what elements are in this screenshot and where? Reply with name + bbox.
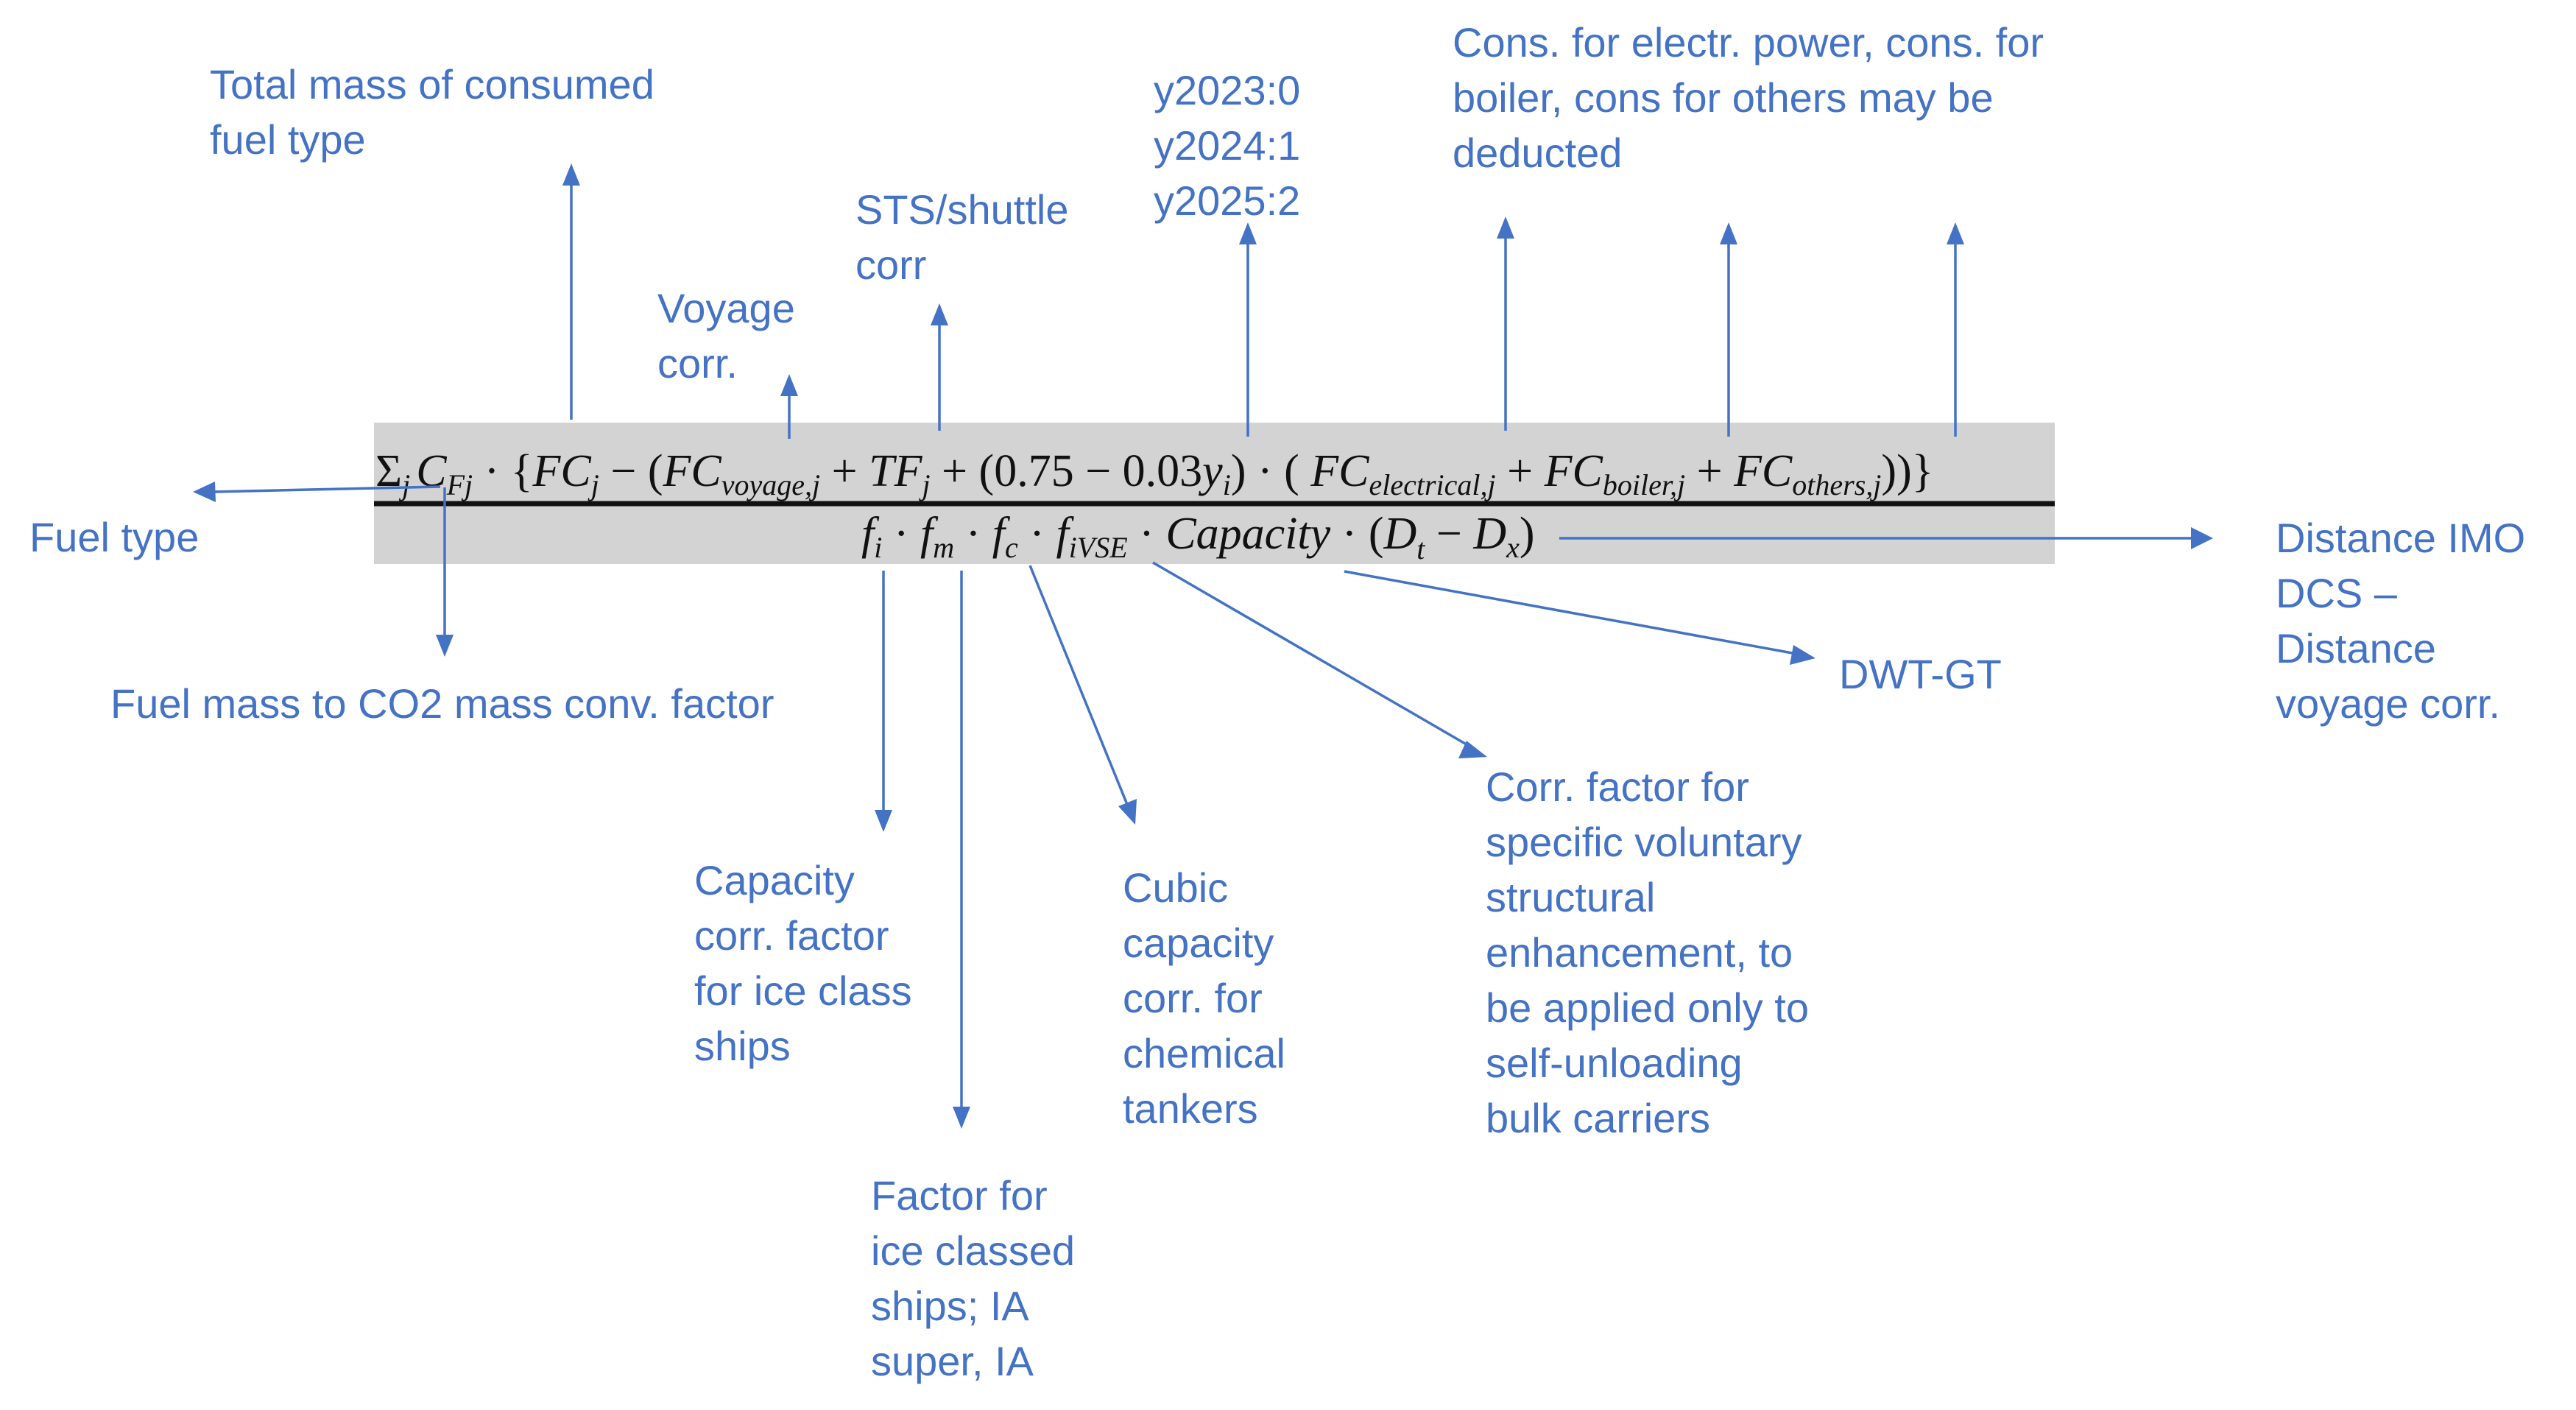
arrowhead-icon (562, 163, 580, 186)
connector-distance (1559, 527, 2213, 549)
arrowhead-icon (1239, 222, 1257, 244)
arrowhead-icon (1458, 741, 1487, 758)
connector-factor-ice (953, 571, 970, 1129)
connector-ivse (1152, 561, 1487, 758)
label-cons-deducted: Cons. for electr. power, cons. for boile… (1453, 19, 2055, 176)
arrowhead-icon (436, 635, 454, 657)
label-cubic-capacity: Cubic capacity corr. for chemical tanker… (1123, 864, 1297, 1132)
connector-conv-factor (436, 487, 454, 657)
connector-electrical (1497, 216, 1514, 431)
formula-background (374, 423, 2055, 564)
connector-total-mass (562, 163, 580, 420)
arrowhead-icon (780, 374, 798, 396)
connector-dwt-gt (1344, 570, 1815, 665)
arrowhead-icon (875, 810, 892, 832)
arrowhead-icon (193, 482, 216, 502)
label-dwt-gt: DWT-GT (1839, 651, 2002, 697)
arrowhead-icon (1497, 216, 1514, 239)
connector-cubic-capacity (1028, 565, 1137, 825)
label-conv-factor: Fuel mass to CO2 mass conv. factor (110, 680, 774, 727)
connector-sts-corr (931, 303, 948, 431)
connector-voyage-corr (780, 374, 798, 439)
arrowhead-icon (1720, 222, 1737, 244)
label-capacity-ice: Capacity corr. factor for ice class ship… (694, 857, 923, 1069)
arrowhead-icon (1947, 222, 1964, 244)
arrowhead-icon (1118, 799, 1137, 825)
label-ivse: Corr. factor for specific voluntary stru… (1486, 764, 1821, 1141)
connector-boiler (1720, 222, 1737, 437)
label-sts-corr: STS/shuttle corr (855, 186, 1080, 288)
connector-capacity-ice (875, 571, 892, 832)
arrowhead-icon (2191, 527, 2213, 549)
label-year-factor: y2023:0 y2024:1 y2025:2 (1154, 67, 1312, 224)
arrowhead-icon (931, 303, 948, 325)
label-factor-ice: Factor for ice classed ships; IA super, … (871, 1172, 1087, 1384)
label-total-mass: Total mass of consumed fuel type (210, 61, 666, 163)
arrowhead-icon (1790, 645, 1815, 665)
label-fuel-type: Fuel type (29, 514, 199, 560)
connector-others (1947, 222, 1964, 437)
connector-fuel-type (193, 482, 441, 502)
formula-denominator: fi · fm · fc · fiVSE · Capacity · (Dt − … (861, 509, 1535, 565)
connector-year-factor (1239, 222, 1257, 437)
label-voyage-corr: Voyage corr. (657, 285, 806, 387)
label-distance: Distance IMO DCS – Distance voyage corr. (2276, 515, 2537, 727)
arrowhead-icon (953, 1107, 970, 1129)
